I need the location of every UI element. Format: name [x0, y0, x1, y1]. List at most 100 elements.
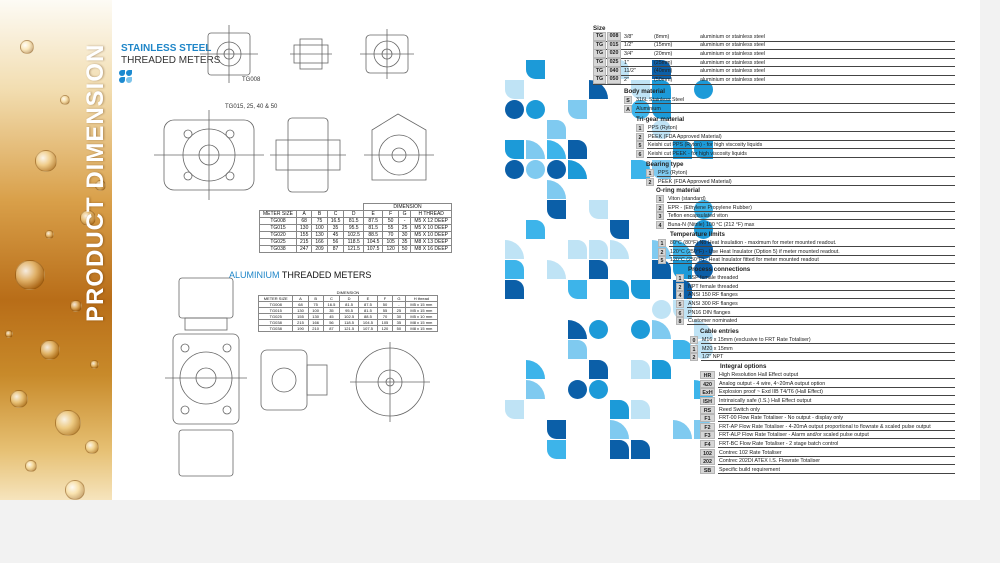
process-title: Process connections [688, 266, 751, 273]
mosaic-tile [610, 420, 629, 439]
bubble-decoration [80, 210, 96, 226]
table-cell: 56 [326, 238, 345, 246]
table-cell: TG038 [258, 245, 298, 253]
table-cell: 107.5 [362, 245, 384, 253]
option-code: 1 [646, 169, 654, 178]
size-cell-c3: 1" [624, 59, 629, 66]
bubble-decoration [90, 360, 99, 369]
mosaic-tile [694, 260, 713, 279]
table-cell: 105 [382, 238, 399, 246]
table-cell: 120 [376, 325, 394, 332]
mosaic-tile [673, 260, 692, 279]
stainless-title: STAINLESS STEEL THREADED METERS [121, 43, 220, 67]
option-code: 6 [636, 150, 644, 159]
option-code: HR [700, 371, 715, 380]
temperature-title: Temperature limits [670, 231, 725, 238]
size-cell-c3: 2" [624, 76, 629, 83]
bubble-decoration [25, 460, 37, 472]
size-cell-c1: TG [593, 49, 606, 59]
mosaic-tile [652, 320, 671, 339]
body-material-title: Body material [624, 88, 665, 95]
o-ring-title: O-ring material [656, 187, 701, 194]
option-desc: 120°C (250°F) - Heat Insulator fitted fo… [669, 256, 955, 265]
size-cell-c3: 1/2" [624, 42, 634, 49]
table-cell: 121.5 [343, 245, 364, 253]
bubble-decoration [45, 230, 54, 239]
cable-title: Cable entries [700, 328, 739, 335]
stainless-title-line1: STAINLESS STEEL [121, 43, 212, 54]
option-desc: Specific build requirement [718, 466, 955, 474]
option-code: F1 [700, 414, 715, 423]
option-desc: Explosion proof ~ Exd IIB T4/T6 (Hall Ef… [718, 388, 955, 397]
table-cell: M5 X 12 DEEP [410, 217, 453, 225]
option-code: A [624, 104, 632, 113]
left-page: PRODUCT DIMENSION STAINLESS STEEL THREAD… [0, 0, 500, 500]
mosaic-tile [673, 340, 692, 359]
option-desc: FRT-00 Flow Rate Totaliser - No output -… [718, 414, 955, 423]
option-code: 6 [676, 308, 684, 317]
option-code: 4 [656, 221, 664, 230]
mosaic-tile [694, 220, 713, 239]
tg008-drawing [200, 25, 500, 100]
table-cell: 87 [322, 325, 341, 332]
tg015-label: TG015, 25, 40 & 50 [225, 104, 278, 110]
table-cell: 35 [397, 238, 412, 246]
mosaic-tile [673, 140, 692, 159]
option-desc: High Resolution Hall Effect output [718, 371, 955, 380]
mosaic-tile [505, 160, 524, 179]
table-cell: 25 [397, 224, 412, 232]
table-cell: 190 [292, 325, 309, 332]
table-cell: M5 X 10 DEEP [410, 231, 453, 239]
option-code: 3 [656, 212, 664, 221]
table-cell: 118.5 [343, 238, 364, 246]
size-cell-c4: (25mm) [654, 59, 673, 66]
option-desc: Contrec 102 Rate Totaliser [718, 449, 955, 457]
mosaic-tile [631, 360, 650, 379]
bubble-decoration [95, 180, 106, 191]
option-code: F4 [700, 440, 715, 449]
mosaic-tile [568, 240, 587, 259]
col-header: E [362, 210, 384, 218]
option-code: 5 [636, 141, 644, 150]
mosaic-tile [526, 160, 545, 179]
size-cell-c5: aluminium or stainless steel [700, 50, 766, 57]
option-code: SB [700, 465, 715, 474]
option-code: 1 [676, 274, 684, 283]
table-cell: 75 [311, 217, 328, 225]
option-code: ExH [700, 388, 715, 397]
table-cell: M8 X 13 DEEP [410, 238, 453, 246]
table-header-row: METER SIZE A B C D E F G H THREAD [258, 210, 453, 218]
option-desc: PN16 DIN flanges [687, 309, 955, 317]
mosaic-tile [568, 100, 587, 119]
bubble-decoration [55, 410, 81, 436]
mosaic-tile [652, 160, 671, 179]
bubble-photo [0, 0, 112, 500]
mosaic-tile [589, 260, 608, 279]
option-code: 420 [700, 379, 715, 388]
size-cell-c4: (15mm) [654, 42, 673, 49]
table-cell: 166 [311, 238, 328, 246]
size-cell-c1: TG [593, 40, 606, 50]
table-cell: TG038 [257, 325, 294, 332]
mosaic-tile [631, 280, 650, 299]
size-cell-c1: TG [593, 32, 606, 42]
table-cell: 70 [382, 231, 399, 239]
mosaic-tile [526, 220, 545, 239]
option-code: 4 [676, 291, 684, 300]
